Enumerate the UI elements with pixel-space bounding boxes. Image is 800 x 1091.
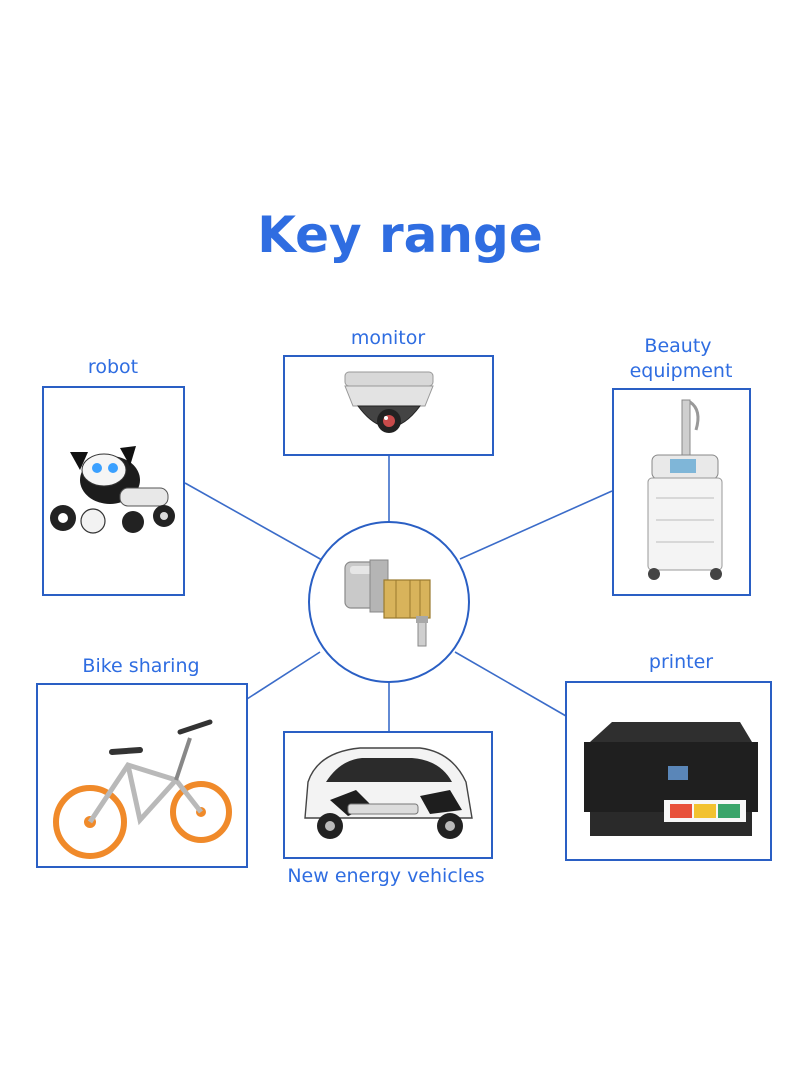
box-bike (36, 683, 248, 868)
app-beauty: Beauty equipment (612, 335, 751, 596)
printer-icon (584, 722, 758, 836)
app-bike: Bike sharing (36, 655, 248, 868)
beauty-machine-icon (647, 399, 723, 580)
bicycle-icon (53, 719, 232, 859)
label-printer: printer (649, 651, 713, 673)
connector-bike (246, 651, 321, 700)
electric-car-icon (304, 747, 473, 839)
app-monitor: monitor (283, 327, 494, 456)
connector-printer (454, 651, 567, 717)
center-motor (308, 521, 470, 683)
robot-dog-icon (50, 446, 175, 534)
app-printer: printer (565, 651, 772, 861)
connector-robot (184, 482, 323, 561)
app-vehicle: New energy vehicles (283, 731, 493, 887)
label-beauty: Beauty equipment (630, 335, 733, 382)
label-bike: Bike sharing (82, 655, 199, 677)
label-robot: robot (88, 356, 138, 378)
label-monitor: monitor (351, 327, 426, 349)
micro-gear-motor-icon (344, 559, 431, 647)
dome-camera-icon (344, 371, 434, 433)
connector-lines (184, 456, 613, 731)
connector-beauty (459, 490, 613, 560)
page-title: Key range (257, 206, 542, 264)
app-robot: robot (42, 356, 185, 596)
label-vehicle: New energy vehicles (287, 865, 484, 887)
